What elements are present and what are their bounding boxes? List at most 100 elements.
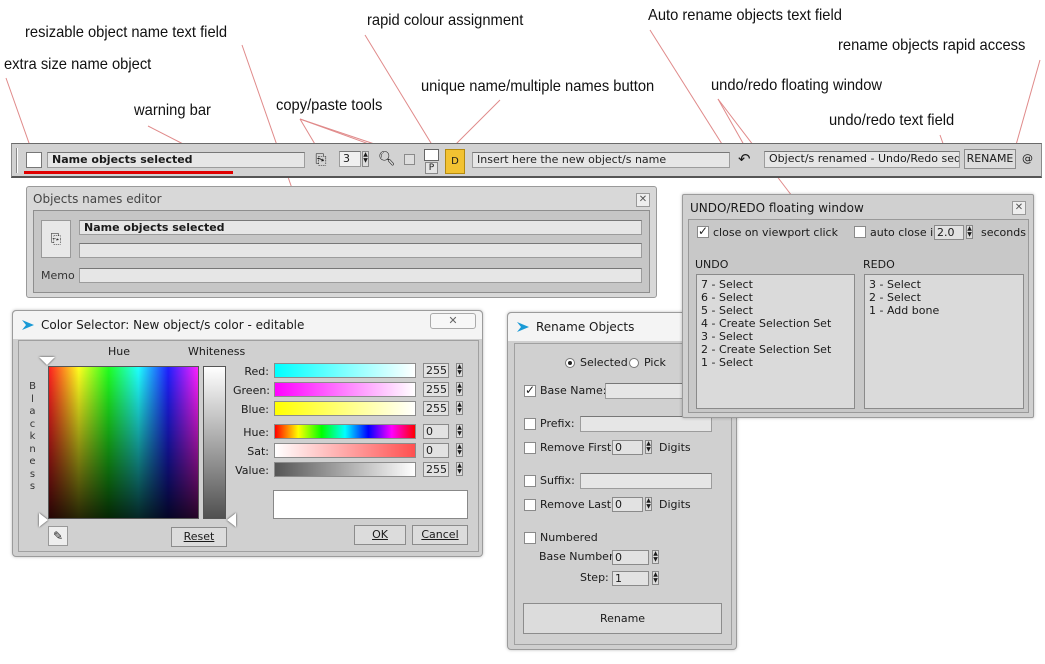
step-field[interactable]: 1 [612, 571, 649, 586]
color-selector-titlebar[interactable]: Color Selector: New object/s color - edi… [13, 311, 482, 339]
editor-second-field[interactable] [79, 243, 642, 258]
red-value-field[interactable]: 255 [423, 363, 449, 378]
eyedropper-icon[interactable]: ✎ [48, 526, 68, 546]
at-symbol-button[interactable]: @ [1022, 152, 1033, 165]
list-item[interactable]: 2 - Select [869, 291, 921, 304]
rename-rapid-button[interactable]: RENAME [964, 149, 1016, 169]
suffix-checkbox[interactable] [524, 475, 536, 487]
copy-paste-icon[interactable]: ⎘ [315, 152, 327, 168]
blue-value-field[interactable]: 255 [423, 401, 449, 416]
list-item[interactable]: 1 - Select [701, 356, 753, 369]
green-spinner[interactable]: ▲▼ [456, 382, 463, 396]
annotation-undo-window: undo/redo floating window [711, 77, 883, 94]
base-name-checkbox[interactable] [524, 383, 536, 397]
pick-radio[interactable] [629, 358, 639, 368]
remove-first-field[interactable]: 0 [612, 440, 643, 455]
close-icon[interactable]: ✕ [430, 313, 476, 329]
auto-close-label: auto close in [870, 226, 941, 239]
red-label: Red: [244, 365, 269, 378]
rapid-color-p-button[interactable]: P [425, 162, 438, 174]
toolbar-grip[interactable] [16, 148, 18, 173]
annotation-auto-rename: Auto rename objects text field [648, 7, 842, 24]
close-icon[interactable]: ✕ [636, 193, 650, 207]
selected-radio[interactable] [565, 358, 575, 368]
numbered-checkbox[interactable] [524, 532, 536, 544]
memo-field[interactable] [79, 268, 642, 283]
editor-name-field[interactable]: Name objects selected [79, 220, 642, 235]
copy-count-spinner[interactable]: ▲▼ [362, 151, 369, 167]
auto-close-checkbox[interactable] [854, 226, 866, 238]
base-number-field[interactable]: 0 [612, 550, 649, 565]
copy-name-icon[interactable]: ⎘ [41, 220, 71, 258]
value-spinner[interactable]: ▲▼ [456, 462, 463, 476]
list-item[interactable]: 7 - Select [701, 278, 753, 291]
new-name-input[interactable]: Insert here the new object/s name [472, 152, 730, 168]
sat-value-field[interactable]: 0 [423, 443, 449, 458]
remove-last-spinner[interactable]: ▲▼ [645, 497, 652, 511]
unique-multiple-names-button[interactable]: D [445, 149, 465, 174]
remove-last-field[interactable]: 0 [612, 497, 643, 512]
annotation-undo-field: undo/redo text field [829, 112, 955, 129]
value-slider[interactable] [274, 462, 416, 477]
rename-objects-window: Rename Objects Selected Pick Base Name: … [507, 312, 737, 650]
list-item[interactable]: 3 - Select [869, 278, 921, 291]
list-item[interactable]: 4 - Create Selection Set [701, 317, 832, 330]
remove-first-spinner[interactable]: ▲▼ [645, 440, 652, 454]
whiteness-picker[interactable] [203, 366, 226, 519]
auto-close-spinner[interactable]: ▲▼ [966, 225, 973, 239]
blue-spinner[interactable]: ▲▼ [456, 401, 463, 415]
prefix-label: Prefix: [540, 417, 575, 430]
blackness-marker-icon[interactable] [39, 513, 48, 527]
undo-arrow-icon[interactable]: ↶ [738, 150, 751, 168]
undo-redo-text-field[interactable]: Object/s renamed - Undo/Redo sequer [764, 151, 960, 168]
list-item[interactable]: 1 - Add bone [869, 304, 940, 317]
suffix-field[interactable] [580, 473, 712, 489]
object-color-swatch[interactable] [26, 152, 42, 168]
blue-slider[interactable] [274, 401, 416, 416]
list-item[interactable]: 5 - Select [701, 304, 753, 317]
paste-checkbox[interactable] [404, 154, 415, 165]
sat-spinner[interactable]: ▲▼ [456, 443, 463, 457]
hue-field-label: Hue: [243, 426, 269, 439]
redo-list[interactable]: 3 - Select 2 - Select 1 - Add bone [864, 274, 1024, 409]
copy-count-field[interactable]: 3 [339, 151, 361, 167]
hue-value-field[interactable]: 0 [423, 424, 449, 439]
red-slider[interactable] [274, 363, 416, 378]
auto-close-seconds-field[interactable]: 2.0 [934, 225, 964, 240]
pick-magnifier-icon[interactable]: 🔍︎ [378, 151, 396, 167]
list-item[interactable]: 6 - Select [701, 291, 753, 304]
remove-first-checkbox[interactable] [524, 442, 536, 454]
hue-marker-icon[interactable] [39, 357, 55, 365]
prefix-field[interactable] [580, 416, 712, 432]
rename-button[interactable]: Rename [523, 603, 722, 634]
green-value-field[interactable]: 255 [423, 382, 449, 397]
value-value-field[interactable]: 255 [423, 462, 449, 477]
sat-slider[interactable] [274, 443, 416, 458]
reset-button[interactable]: Reset [171, 527, 227, 547]
red-spinner[interactable]: ▲▼ [456, 363, 463, 377]
memo-label: Memo [41, 269, 75, 282]
object-name-field[interactable]: Name objects selected [47, 152, 305, 168]
hue-slider[interactable] [274, 424, 416, 439]
hue-blackness-picker[interactable] [48, 366, 199, 519]
ok-button[interactable]: OK [354, 525, 406, 545]
undo-list[interactable]: 7 - Select 6 - Select 5 - Select 4 - Cre… [696, 274, 855, 409]
cancel-button[interactable]: Cancel [412, 525, 468, 545]
whiteness-marker-icon[interactable] [227, 513, 236, 527]
close-on-click-checkbox[interactable] [697, 224, 709, 238]
color-selector-title: Color Selector: New object/s color - edi… [41, 318, 305, 332]
list-item[interactable]: 3 - Select [701, 330, 753, 343]
app-logo-icon [517, 322, 529, 332]
base-number-spinner[interactable]: ▲▼ [652, 550, 659, 564]
rapid-color-swatch[interactable] [424, 149, 439, 161]
close-on-click-label: close on viewport click [713, 226, 838, 239]
step-spinner[interactable]: ▲▼ [652, 571, 659, 585]
close-icon[interactable]: ✕ [1012, 201, 1026, 215]
base-name-field[interactable] [605, 383, 685, 399]
list-item[interactable]: 2 - Create Selection Set [701, 343, 832, 356]
prefix-checkbox[interactable] [524, 418, 536, 430]
hue-spinner[interactable]: ▲▼ [456, 424, 463, 438]
base-number-label: Base Number: [539, 550, 617, 563]
green-slider[interactable] [274, 382, 416, 397]
remove-last-checkbox[interactable] [524, 499, 536, 511]
